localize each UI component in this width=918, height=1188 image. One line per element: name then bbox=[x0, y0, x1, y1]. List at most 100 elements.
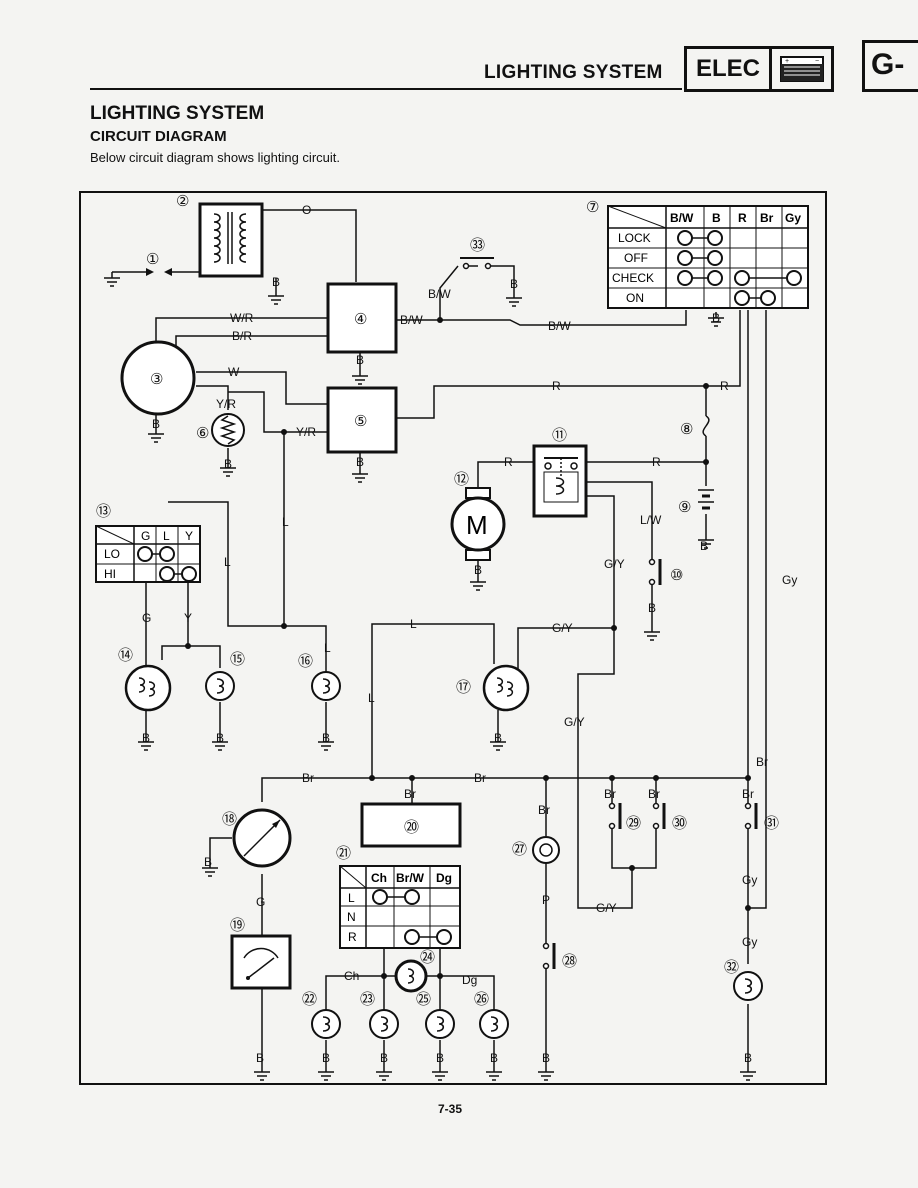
ignition-coil bbox=[198, 202, 264, 278]
component-marker-26: ㉖ bbox=[474, 991, 489, 1008]
lamp-22 bbox=[311, 1009, 341, 1039]
chapter-tab: G- bbox=[862, 40, 918, 92]
wire-label: B/W bbox=[428, 287, 451, 301]
turn-switch-col-ch: Ch bbox=[371, 871, 387, 885]
battery-symbol bbox=[698, 489, 714, 510]
wire-label: B bbox=[322, 731, 330, 745]
component-marker-27: ㉗ bbox=[512, 841, 527, 858]
dimmer-col-l: L bbox=[163, 529, 170, 543]
wire-label: P bbox=[542, 893, 550, 907]
wire-label: Y/R bbox=[296, 425, 316, 439]
main-switch-row-lock: LOCK bbox=[618, 231, 651, 245]
wire-label: B bbox=[744, 1051, 752, 1065]
wire-label: G/Y bbox=[596, 901, 617, 915]
component-marker-18: ⑱ bbox=[222, 811, 237, 828]
indicator-27 bbox=[532, 836, 560, 864]
wire-label: R bbox=[720, 379, 729, 393]
junction-dots bbox=[185, 317, 751, 979]
component-marker-3: ③ bbox=[150, 371, 163, 388]
wire-label: L bbox=[368, 691, 375, 705]
wire-label: B bbox=[712, 311, 720, 325]
wire-label: B/W bbox=[548, 319, 571, 333]
rectifier-regulator-box bbox=[326, 386, 398, 454]
component-marker-9: ⑨ bbox=[678, 499, 691, 516]
wire-label: Br bbox=[404, 787, 416, 801]
header-rule bbox=[90, 88, 682, 90]
component-marker-23: ㉓ bbox=[360, 991, 375, 1008]
wire-label: Gy bbox=[742, 935, 757, 949]
component-marker-22: ㉒ bbox=[302, 991, 317, 1008]
switch-29 bbox=[608, 801, 622, 831]
component-marker-29: ㉙ bbox=[626, 815, 641, 832]
wire-label: G bbox=[256, 895, 265, 909]
component-marker-12: ⑫ bbox=[454, 471, 469, 488]
meter-light-16 bbox=[311, 671, 341, 701]
caption-text: Below circuit diagram shows lighting cir… bbox=[90, 150, 340, 165]
main-switch-table bbox=[607, 205, 809, 309]
wire-label: Dg bbox=[462, 973, 477, 987]
wire-label: B bbox=[152, 417, 160, 431]
component-marker-8: ⑧ bbox=[680, 421, 693, 438]
wire-label: O bbox=[302, 203, 311, 217]
turn-switch-col-dg: Dg bbox=[436, 871, 452, 885]
svg-text:−: − bbox=[815, 58, 819, 65]
lamp-23 bbox=[369, 1009, 399, 1039]
component-marker-10: ⑩ bbox=[670, 567, 683, 584]
component-marker-30: ㉚ bbox=[672, 815, 687, 832]
starter-relay bbox=[532, 444, 588, 518]
component-marker-1: ① bbox=[146, 251, 159, 268]
wire-label: B bbox=[542, 1051, 550, 1065]
wire-label: B bbox=[272, 275, 280, 289]
wire-label: Br bbox=[538, 803, 550, 817]
component-marker-15: ⑮ bbox=[230, 651, 245, 668]
dimmer-col-y: Y bbox=[185, 529, 193, 543]
subsection-title: CIRCUIT DIAGRAM bbox=[90, 128, 227, 145]
wire-label: R bbox=[504, 455, 513, 469]
dimmer-switch-table bbox=[95, 525, 201, 583]
ac-generator bbox=[120, 340, 196, 416]
component-marker-17: ⑰ bbox=[456, 679, 471, 696]
wire-label: B bbox=[356, 353, 364, 367]
component-marker-7: ⑦ bbox=[586, 199, 599, 216]
turn-switch-row-n: N bbox=[347, 910, 356, 924]
wire-label: B bbox=[380, 1051, 388, 1065]
main-switch-col-5: Gy bbox=[785, 211, 801, 225]
lamp-25 bbox=[425, 1009, 455, 1039]
wire-label: W bbox=[228, 365, 240, 379]
wire-label: R bbox=[552, 379, 561, 393]
component-marker-20: ⑳ bbox=[404, 819, 419, 836]
wire-label: B bbox=[436, 1051, 444, 1065]
tail-brake-light bbox=[482, 664, 530, 712]
component-marker-14: ⑭ bbox=[118, 647, 133, 664]
component-marker-4: ④ bbox=[354, 311, 367, 328]
component-marker-28: ㉘ bbox=[562, 953, 577, 970]
wire-label: L bbox=[410, 617, 417, 631]
wiring bbox=[112, 209, 767, 1066]
wire-label: Br bbox=[648, 787, 660, 801]
wire-label: Br bbox=[302, 771, 314, 785]
wire-label: G/Y bbox=[564, 715, 585, 729]
component-marker-2: ② bbox=[176, 193, 189, 210]
wire-label: Ch bbox=[344, 969, 359, 983]
wire-label: B bbox=[494, 731, 502, 745]
wire-label: B bbox=[224, 457, 232, 471]
running-header-title: LIGHTING SYSTEM bbox=[484, 62, 663, 83]
high-beam-indicator-light bbox=[205, 671, 235, 701]
component-marker-24: ㉔ bbox=[420, 949, 435, 966]
component-marker-13: ⑬ bbox=[96, 503, 111, 520]
meter-19 bbox=[230, 934, 292, 990]
main-switch-col-3: R bbox=[738, 211, 747, 225]
main-switch-row-check: CHECK bbox=[612, 271, 654, 285]
switch-10 bbox=[648, 557, 662, 587]
switch-30 bbox=[652, 801, 666, 831]
dimmer-row-hi: HI bbox=[104, 567, 116, 581]
component-marker-31: ㉛ bbox=[764, 815, 779, 832]
flasher-relay-box bbox=[360, 802, 462, 848]
section-badge: ELEC + − bbox=[684, 46, 834, 92]
motor-symbol-label: M bbox=[466, 510, 488, 540]
dimmer-col-g: G bbox=[141, 529, 150, 543]
page-number: 7-35 bbox=[438, 1102, 463, 1116]
wire-label: R bbox=[652, 455, 661, 469]
section-title: LIGHTING SYSTEM bbox=[90, 103, 265, 124]
wire-label: L bbox=[324, 641, 331, 655]
